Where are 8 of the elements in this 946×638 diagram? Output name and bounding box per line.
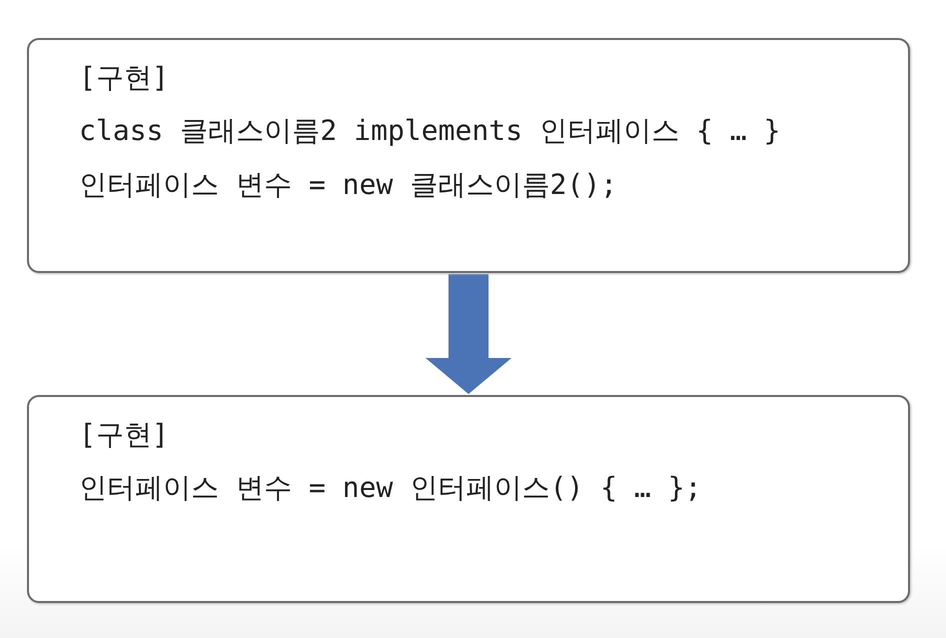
code-line: class 클래스이름2 implements 인터페이스 { … } — [79, 113, 780, 150]
code-line: 인터페이스 변수 = new 인터페이스() { … }; — [79, 470, 702, 506]
code-line: 인터페이스 변수 = new 클래스이름2(); — [79, 166, 618, 203]
section-heading: [구현] — [79, 60, 169, 96]
section-heading: [구현] — [79, 417, 169, 453]
down-arrow — [426, 274, 512, 394]
code-box — [27, 38, 910, 273]
code-box — [27, 395, 910, 603]
